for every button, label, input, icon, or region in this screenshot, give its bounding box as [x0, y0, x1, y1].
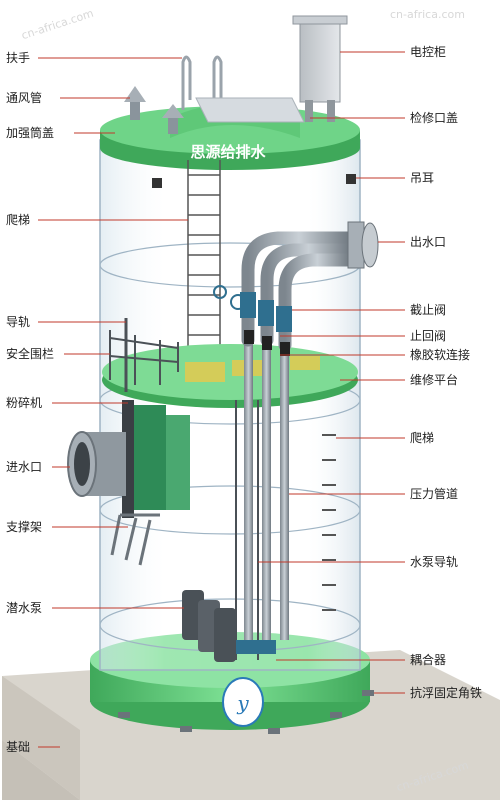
handrail-right: [212, 55, 223, 110]
label-foundation: 基础: [6, 740, 31, 754]
outlet-mouth: [361, 222, 379, 268]
label-pump-guide-rail: 水泵导轨: [410, 555, 459, 569]
lifting-lug: [152, 178, 162, 188]
handrail: [181, 55, 192, 110]
submersible-pumps: [182, 590, 276, 662]
ladder-lower: [322, 434, 336, 611]
label-support-frame: 支撑架: [6, 520, 43, 534]
label-lifting-lug: 吊耳: [410, 171, 435, 185]
support-frame: [110, 513, 160, 566]
label-submersible-pump: 潜水泵: [6, 601, 43, 615]
maintenance-platform: [102, 344, 358, 408]
label-inlet: 进水口: [6, 460, 43, 474]
label-vent-pipe: 通风管: [6, 91, 43, 105]
control-cabinet: [292, 15, 348, 122]
label-guide-rail: 导轨: [6, 315, 31, 329]
outlet-pipes: [241, 231, 357, 352]
label-coupling: 耦合器: [410, 653, 447, 667]
manhole-cover: [195, 97, 305, 123]
label-reinforced-cover: 加强筒盖: [6, 126, 55, 140]
label-safety-fence: 安全围栏: [6, 347, 55, 361]
label-gate-valve: 截止阀: [410, 303, 447, 317]
label-ladder: 爬梯: [6, 213, 31, 227]
safety-fence: [109, 318, 179, 392]
watermark: cn-africa.com: [390, 8, 465, 21]
ladder-upper: [187, 160, 221, 355]
label-outlet: 出水口: [410, 235, 447, 249]
label-manhole-cover: 检修口盖: [410, 111, 459, 125]
brand-text: 思源给排水: [190, 143, 266, 161]
crusher: [122, 400, 190, 518]
logo-badge: [222, 677, 264, 727]
label-rubber-joint: 橡胶软连接: [410, 348, 471, 362]
leader-lines: [38, 51, 405, 748]
label-pressure-pipe: 压力管道: [410, 487, 459, 501]
anti-float-angles: [118, 690, 374, 734]
inlet-pipe: [67, 431, 126, 497]
lifting-lug-right: [346, 174, 356, 184]
label-crusher: 粉碎机: [6, 396, 43, 410]
label-handrail: 扶手: [6, 51, 31, 65]
label-control-cabinet: 电控柜: [410, 45, 447, 59]
label-anti-float-angle: 抗浮固定角铁: [410, 686, 483, 700]
label-ladder-lower: 爬梯: [410, 431, 435, 445]
label-maintenance-platform: 维修平台: [410, 373, 459, 387]
valve-group: [213, 285, 292, 356]
label-check-valve: 止回阀: [410, 329, 447, 343]
svg-text:y: y: [236, 691, 249, 715]
